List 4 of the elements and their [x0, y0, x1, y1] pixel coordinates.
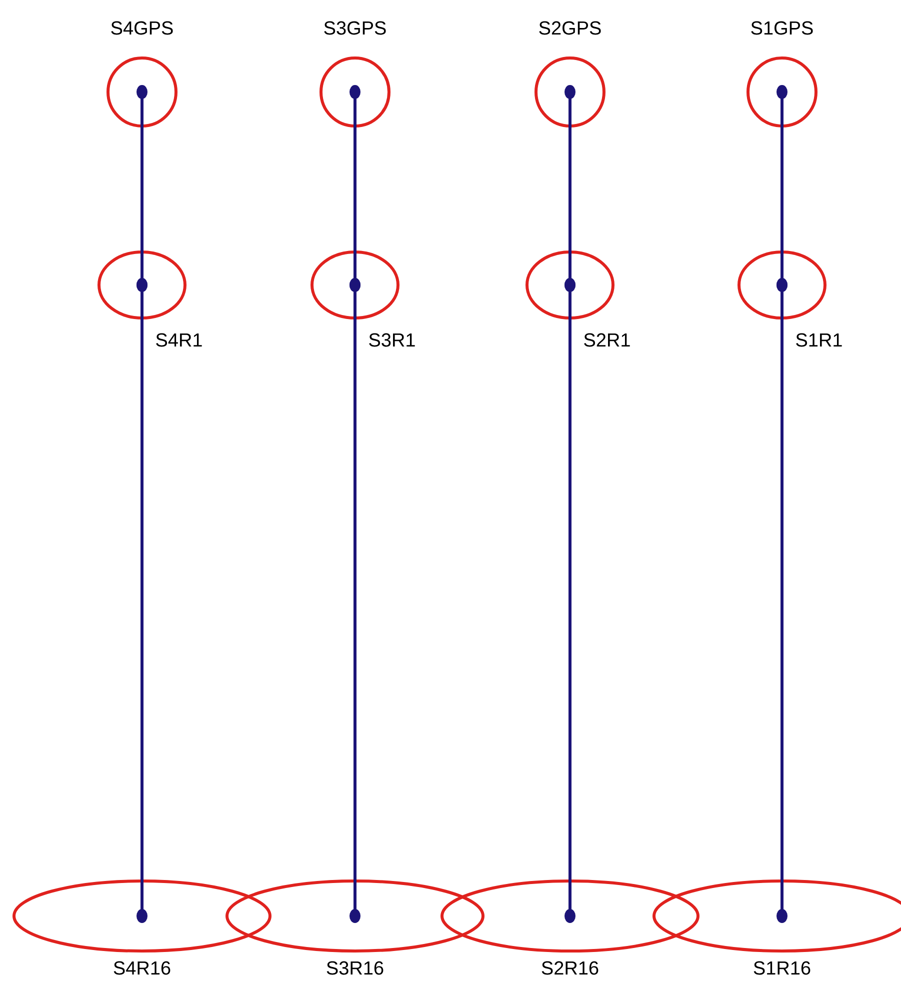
line: [350, 278, 360, 923]
line: [136, 278, 148, 923]
line: [776, 278, 788, 923]
line: [564, 278, 576, 923]
